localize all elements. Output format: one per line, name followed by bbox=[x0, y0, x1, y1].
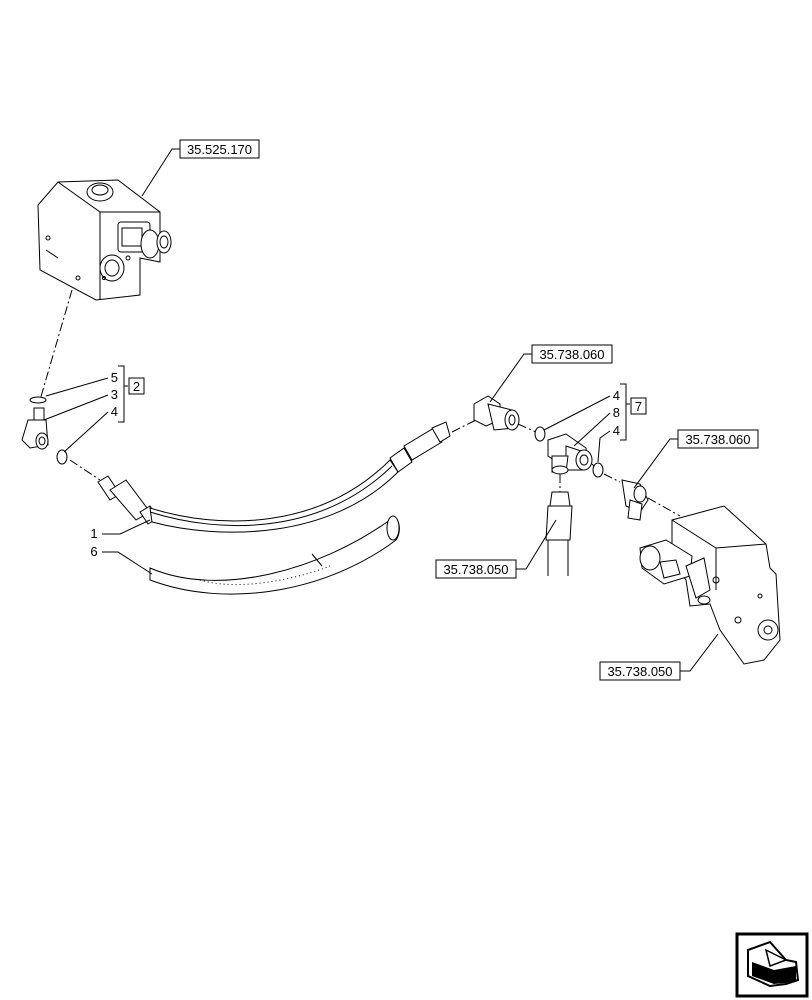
svg-text:35.738.060: 35.738.060 bbox=[685, 432, 750, 447]
svg-text:35.738.060: 35.738.060 bbox=[539, 347, 604, 362]
o-ring-center bbox=[534, 426, 546, 442]
svg-text:35.525.170: 35.525.170 bbox=[187, 142, 252, 157]
svg-text:35.738.050: 35.738.050 bbox=[443, 562, 508, 577]
svg-text:5: 5 bbox=[111, 370, 118, 385]
svg-text:6: 6 bbox=[90, 544, 97, 559]
next-page-arrow-icon[interactable] bbox=[735, 932, 809, 998]
reference-elbow-upper: 35.738.060 bbox=[489, 344, 613, 403]
callout-item-1: 1 bbox=[90, 519, 151, 541]
coupler-bracket-assembly bbox=[639, 505, 781, 665]
svg-text:2: 2 bbox=[133, 379, 140, 394]
protective-sleeve bbox=[149, 515, 400, 595]
down-pipe bbox=[545, 491, 573, 576]
reference-valve-block: 35.525.170 bbox=[141, 139, 260, 197]
hose-assembly bbox=[69, 419, 477, 533]
callout-group-right: 4 8 4 7 bbox=[543, 383, 647, 463]
svg-text:4: 4 bbox=[613, 423, 620, 438]
svg-text:4: 4 bbox=[613, 388, 620, 403]
valve-block bbox=[37, 179, 172, 301]
svg-text:7: 7 bbox=[635, 399, 642, 414]
callout-group-left: 5 3 4 2 bbox=[43, 365, 145, 453]
svg-text:1: 1 bbox=[90, 526, 97, 541]
elbow-fitting-left bbox=[21, 396, 49, 450]
elbow-fitting-right bbox=[603, 473, 681, 521]
o-ring-right bbox=[592, 462, 604, 478]
elbow-fitting-upper bbox=[473, 395, 537, 433]
reference-elbow-right: 35.738.060 bbox=[633, 429, 759, 489]
svg-text:35.738.050: 35.738.050 bbox=[607, 664, 672, 679]
callout-item-6: 6 bbox=[90, 544, 153, 575]
reference-bracket: 35.738.050 bbox=[599, 633, 719, 681]
svg-text:8: 8 bbox=[613, 405, 620, 420]
svg-text:3: 3 bbox=[111, 387, 118, 402]
svg-text:4: 4 bbox=[111, 404, 118, 419]
reference-down-pipe: 35.738.050 bbox=[435, 519, 557, 579]
tee-fitting bbox=[547, 433, 597, 494]
o-ring-left bbox=[56, 449, 68, 465]
